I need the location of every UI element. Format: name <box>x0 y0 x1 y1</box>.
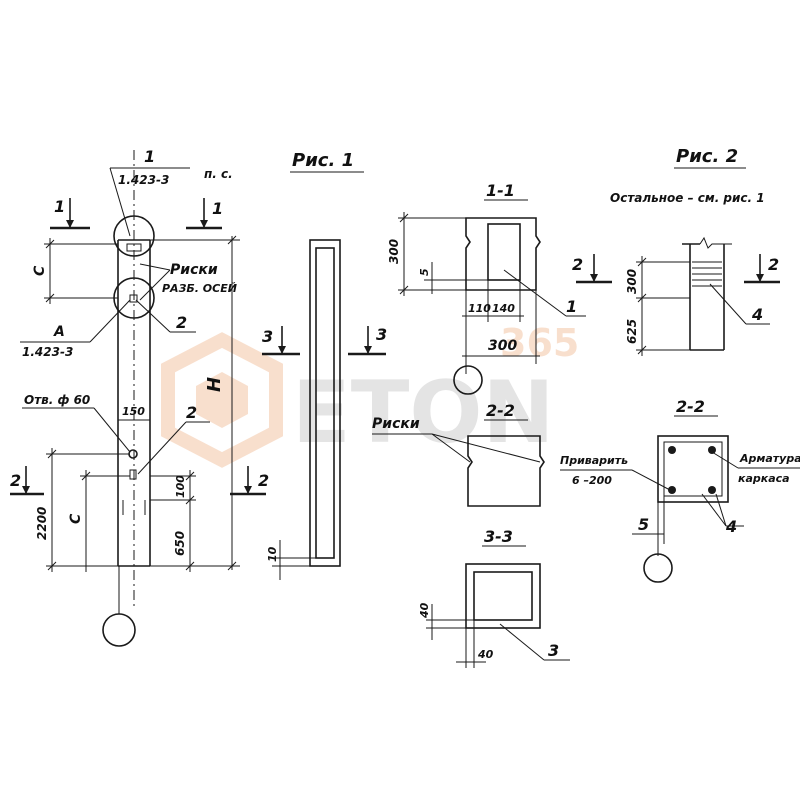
callout-a-ref: 1.423-3 <box>22 345 73 359</box>
figure-2-note: Остальное – см. рис. 1 <box>610 191 765 205</box>
position-4-elev: 4 <box>751 305 763 324</box>
figure-1-title: Рис. 1 <box>292 150 354 171</box>
column-side-view: 3 3 10 <box>262 239 387 580</box>
dim-300-2: 300 <box>488 338 517 354</box>
dim-150: 150 <box>122 405 145 418</box>
dim-5-fig2: 5 <box>638 515 649 534</box>
callout-top-num: 1 <box>144 147 155 166</box>
position-4-sec: 4 <box>725 517 737 536</box>
watermark-brand: ETON <box>292 363 555 463</box>
dim-625: 625 <box>625 319 639 344</box>
fig2-elevation: 300 625 2 2 4 <box>572 236 780 356</box>
callout-a-letter: А <box>53 324 65 340</box>
section-mark-2-fig2-left: 2 <box>572 255 583 274</box>
section-mark-3-left: 3 <box>262 327 273 346</box>
section-3-3-title: 3-3 <box>484 527 513 546</box>
section-mark-3-right: 3 <box>376 325 387 344</box>
label-privarit-spec: 6 –200 <box>572 474 612 487</box>
dim-c-bottom: С <box>68 513 84 524</box>
column-elevation: Н 1 1 1 1.423-3 п. с. С Риски РАЗБ. ОСЕЙ… <box>10 147 269 647</box>
embed-plate <box>129 469 137 480</box>
dim-300-1: 300 <box>387 239 401 264</box>
label-riski: Риски <box>170 262 218 278</box>
section-2-2-plain: 2-2 Риски <box>372 401 545 507</box>
section-mark-1-right: 1 <box>212 199 223 218</box>
label-raz-osei: РАЗБ. ОСЕЙ <box>162 282 237 295</box>
section-2-2-reinforced: 2-2 Приварить 6 –200 Арматура каркаса 4 … <box>560 397 800 583</box>
dim-300-fig2: 300 <box>625 269 639 294</box>
label-privarit: Приварить <box>560 454 628 467</box>
position-3: 3 <box>548 641 559 660</box>
label-hole: Отв. ф 60 <box>24 393 90 407</box>
axis-bubble-1-1 <box>453 365 483 395</box>
position-2-embed: 2 <box>186 403 197 422</box>
dim-40-h: 40 <box>477 648 494 661</box>
section-1-1-title: 1-1 <box>486 181 515 200</box>
watermark-number: 365 <box>500 321 579 365</box>
section-mark-2-left: 2 <box>10 471 21 490</box>
watermark-logo: ETON 365 <box>161 321 579 468</box>
section-1-1: 1-1 300 5 110 140 300 1 <box>387 181 586 395</box>
axis-bubble-left <box>102 613 136 647</box>
dim-H: Н <box>204 377 225 392</box>
callout-top-suffix: п. с. <box>204 167 233 181</box>
figure-2-title: Рис. 2 <box>676 146 738 167</box>
axis-bubble-2-2 <box>643 553 673 583</box>
dim-5-1: 5 <box>418 268 431 276</box>
dim-650: 650 <box>173 531 187 556</box>
dim-c-top: С <box>32 265 48 276</box>
dim-110: 110 <box>468 302 491 315</box>
section-2-2b-title: 2-2 <box>676 397 705 416</box>
label-armatura: Арматура <box>739 452 800 465</box>
section-mark-2-fig2-right: 2 <box>768 255 779 274</box>
label-karkasa: каркаса <box>738 472 790 485</box>
hole-marker <box>128 449 138 459</box>
dim-140: 140 <box>492 302 515 315</box>
position-1: 1 <box>566 297 577 316</box>
section-mark-2-right: 2 <box>258 471 269 490</box>
dim-2200: 2200 <box>35 507 49 540</box>
dim-10: 10 <box>266 546 279 562</box>
position-2-top: 2 <box>176 313 187 332</box>
label-riski-2: Риски <box>372 416 420 432</box>
section-3-3: 3-3 40 40 3 <box>418 527 570 668</box>
dim-40-v: 40 <box>418 602 431 619</box>
section-2-2-title: 2-2 <box>486 401 515 420</box>
callout-top-ref: 1.423-3 <box>118 173 169 187</box>
section-mark-1-left: 1 <box>54 197 65 216</box>
dim-100: 100 <box>174 475 187 498</box>
